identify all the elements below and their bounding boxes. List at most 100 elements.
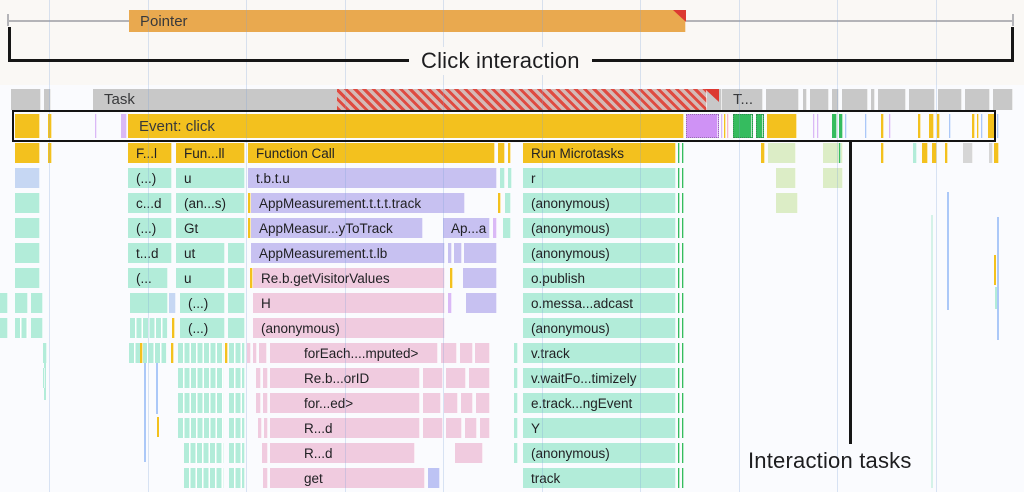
flame-bar[interactable]: v.track bbox=[523, 343, 676, 363]
flame-bar[interactable] bbox=[263, 393, 268, 413]
thin-activity-line[interactable] bbox=[157, 417, 159, 437]
flame-bar[interactable] bbox=[258, 418, 262, 438]
flame-bar[interactable] bbox=[256, 393, 261, 413]
flame-bar[interactable] bbox=[95, 114, 97, 138]
flame-bar[interactable] bbox=[121, 114, 127, 138]
flame-bar[interactable] bbox=[733, 114, 753, 138]
flame-bar[interactable]: (anonymous) bbox=[523, 318, 676, 338]
flame-bar[interactable] bbox=[15, 243, 40, 263]
flame-bar[interactable] bbox=[446, 418, 462, 438]
flame-bar[interactable] bbox=[500, 168, 505, 188]
flame-bar[interactable] bbox=[508, 168, 512, 188]
flame-bar[interactable] bbox=[832, 89, 839, 110]
flame-bar[interactable] bbox=[686, 114, 719, 138]
flame-bar[interactable] bbox=[965, 89, 990, 110]
flame-bar[interactable] bbox=[678, 418, 680, 438]
flame-bar[interactable]: AppMeasurement.t.lb bbox=[251, 243, 445, 263]
flame-bar[interactable] bbox=[423, 418, 443, 438]
flame-bar[interactable] bbox=[228, 293, 245, 313]
flame-bar[interactable]: (...) bbox=[128, 218, 172, 238]
flame-bar[interactable] bbox=[130, 318, 168, 338]
flame-bar[interactable] bbox=[988, 114, 995, 138]
flame-bar[interactable] bbox=[994, 143, 999, 163]
flame-bar[interactable] bbox=[678, 168, 680, 188]
flame-bar[interactable] bbox=[229, 468, 245, 488]
flame-bar[interactable] bbox=[682, 293, 684, 313]
flame-bar[interactable] bbox=[463, 268, 497, 288]
flame-bar[interactable] bbox=[253, 343, 257, 363]
flame-bar[interactable] bbox=[678, 318, 680, 338]
flame-bar[interactable]: (...) bbox=[180, 293, 225, 313]
flame-bar[interactable] bbox=[865, 114, 867, 138]
flame-bar[interactable] bbox=[178, 418, 224, 438]
flame-bar[interactable] bbox=[756, 114, 764, 138]
flame-bar[interactable] bbox=[678, 393, 680, 413]
flame-bar[interactable] bbox=[922, 143, 928, 163]
flame-bar[interactable]: e.track...ngEvent bbox=[523, 393, 676, 413]
flame-bar[interactable] bbox=[448, 243, 452, 263]
flame-bar[interactable] bbox=[493, 218, 497, 238]
flame-bar[interactable] bbox=[48, 143, 52, 163]
task-long-candystripe[interactable] bbox=[337, 89, 707, 110]
flame-bar[interactable]: for...ed> bbox=[270, 393, 420, 413]
col-header-function-call[interactable]: Function Call bbox=[248, 143, 495, 163]
flame-bar[interactable] bbox=[15, 168, 40, 188]
flame-bar[interactable] bbox=[178, 343, 224, 363]
flame-bar[interactable] bbox=[169, 293, 176, 313]
flame-bar[interactable] bbox=[454, 243, 462, 263]
flame-bar[interactable] bbox=[441, 343, 457, 363]
thin-activity-line[interactable] bbox=[156, 362, 158, 414]
flame-bar[interactable] bbox=[43, 368, 45, 388]
flame-bar[interactable] bbox=[514, 393, 518, 413]
flame-bar[interactable]: u bbox=[176, 168, 245, 188]
flame-bar[interactable] bbox=[678, 218, 680, 238]
flame-bar[interactable]: track bbox=[523, 468, 676, 488]
flame-bar[interactable] bbox=[178, 368, 224, 388]
flame-bar[interactable] bbox=[256, 368, 261, 388]
flame-bar[interactable] bbox=[498, 143, 505, 163]
flame-bar[interactable] bbox=[461, 393, 473, 413]
flame-bar[interactable] bbox=[229, 343, 245, 363]
flame-bar[interactable] bbox=[11, 89, 41, 110]
flame-bar[interactable] bbox=[0, 318, 8, 338]
flame-bar[interactable]: c...d bbox=[128, 193, 172, 213]
flame-bar[interactable] bbox=[476, 393, 490, 413]
flame-bar[interactable] bbox=[140, 343, 143, 363]
flame-bar[interactable] bbox=[776, 168, 796, 188]
flame-bar[interactable] bbox=[682, 268, 684, 288]
flame-bar[interactable] bbox=[993, 89, 1013, 110]
flame-bar[interactable]: ut bbox=[176, 243, 225, 263]
flame-bar[interactable] bbox=[514, 368, 518, 388]
flame-bar[interactable]: (anonymous) bbox=[523, 443, 676, 463]
interaction-tasks-annotation-box[interactable] bbox=[12, 110, 996, 142]
flame-bar[interactable] bbox=[228, 243, 245, 263]
flame-bar[interactable] bbox=[247, 343, 251, 363]
flame-bar[interactable]: Ap...a bbox=[443, 218, 490, 238]
flame-bar[interactable] bbox=[503, 218, 511, 238]
flame-bar[interactable] bbox=[682, 343, 684, 363]
flame-bar[interactable] bbox=[678, 468, 680, 488]
flame-bar[interactable] bbox=[949, 114, 951, 138]
flame-bar[interactable] bbox=[761, 143, 765, 163]
flame-bar[interactable] bbox=[678, 293, 680, 313]
flame-bar[interactable]: (anonymous) bbox=[523, 243, 676, 263]
flame-bar[interactable] bbox=[263, 368, 268, 388]
flame-bar[interactable]: t...d bbox=[128, 243, 172, 263]
flame-bar[interactable]: Y bbox=[523, 418, 676, 438]
flame-bar[interactable] bbox=[776, 193, 798, 213]
flame-bar[interactable] bbox=[514, 343, 518, 363]
flame-bar[interactable] bbox=[678, 193, 680, 213]
flame-bar[interactable] bbox=[423, 393, 441, 413]
flame-bar[interactable] bbox=[514, 443, 518, 463]
flame-bar[interactable] bbox=[813, 114, 815, 138]
flame-bar[interactable] bbox=[498, 193, 501, 213]
flame-bar[interactable] bbox=[423, 368, 443, 388]
flame-bar[interactable] bbox=[514, 418, 518, 438]
flame-bar[interactable] bbox=[981, 114, 983, 138]
flame-bar[interactable] bbox=[508, 143, 511, 163]
flame-bar[interactable] bbox=[682, 468, 684, 488]
flame-bar[interactable] bbox=[842, 89, 868, 110]
flame-bar[interactable] bbox=[505, 193, 511, 213]
flame-bar[interactable] bbox=[881, 114, 884, 138]
thin-activity-line[interactable] bbox=[947, 192, 949, 310]
